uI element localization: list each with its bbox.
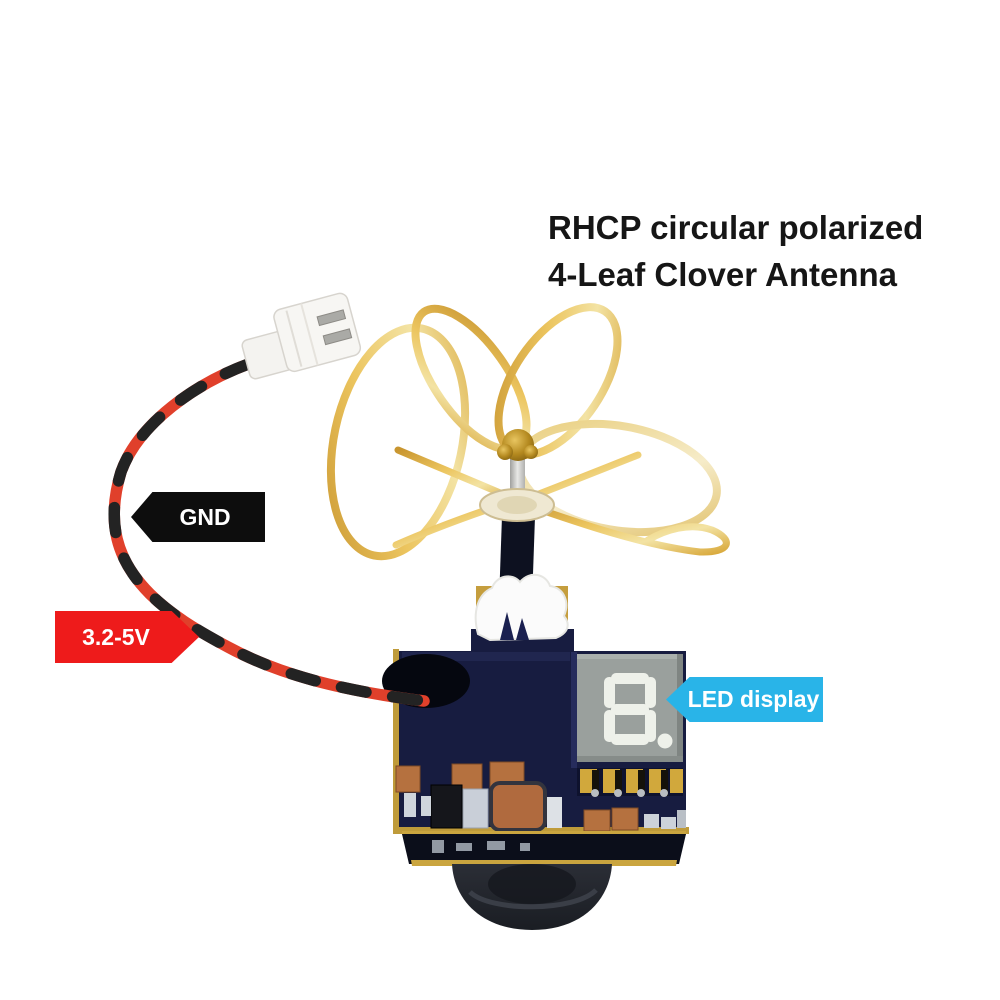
solder-pad xyxy=(404,793,416,817)
led-display-module xyxy=(577,654,683,762)
antenna-glue-drips xyxy=(500,612,529,640)
solder-pad xyxy=(462,788,489,829)
led-digit-8 xyxy=(604,673,673,749)
antenna-glue-blob xyxy=(474,573,569,642)
capacitor xyxy=(395,765,421,793)
regulator-ic xyxy=(430,784,463,829)
solder-pad xyxy=(644,814,659,828)
callout-voltage-label: 3.2-5V xyxy=(82,623,150,650)
callout-led-display: LED display xyxy=(666,677,823,722)
pcb-highlight-streak xyxy=(402,652,570,661)
vtx-pcb xyxy=(382,573,689,930)
jst-pin xyxy=(316,309,347,327)
solder-pad xyxy=(421,796,431,816)
callout-voltage: 3.2-5V xyxy=(55,611,199,663)
antenna-feed-post xyxy=(510,450,525,498)
wire-black xyxy=(108,356,430,707)
antenna-mount-washer-inner xyxy=(497,496,537,514)
solder-pad xyxy=(677,810,686,828)
callout-gnd: GND xyxy=(131,492,265,542)
capacitor xyxy=(583,809,611,832)
heading-line-1: RHCP circular polarized xyxy=(548,209,924,246)
pcb-highlight-vertical xyxy=(571,652,577,768)
callout-gnd-label: GND xyxy=(179,503,231,530)
product-heading: RHCP circular polarized 4-Leaf Clover An… xyxy=(548,204,988,298)
antenna-solder-hub-blob xyxy=(497,444,513,460)
jst-pin xyxy=(322,328,353,346)
inductor xyxy=(489,781,547,832)
camera-board xyxy=(402,831,686,866)
solder-pad xyxy=(661,817,676,829)
solder-pad xyxy=(547,797,562,828)
pcb-components xyxy=(395,761,686,832)
antenna-petal-left xyxy=(326,323,470,561)
led-display-pins xyxy=(577,768,683,797)
pcb-gold-edge-left xyxy=(393,649,399,831)
capacitor xyxy=(611,807,639,831)
jst-connector xyxy=(241,292,362,380)
camera-lens-barrel xyxy=(452,864,612,930)
led-decimal-point xyxy=(657,733,673,749)
power-wires xyxy=(108,356,430,707)
callout-led-label: LED display xyxy=(687,686,820,712)
heading-line-2: 4-Leaf Clover Antenna xyxy=(548,256,898,293)
antenna-solder-hub-blob2 xyxy=(524,445,538,459)
